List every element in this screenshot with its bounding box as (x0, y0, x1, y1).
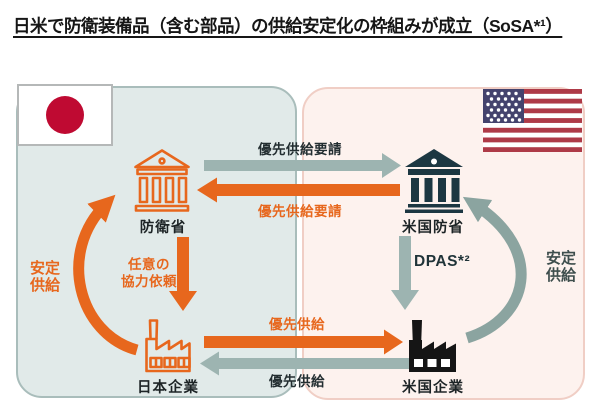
arrow-stable-supply-jp-arc (73, 194, 139, 356)
arrow-priority-request-us-to-jp (197, 177, 400, 203)
japan-flag-icon (17, 84, 113, 146)
priority-supply-jp-to-us-label: 優先供給 (269, 317, 325, 332)
priority-supply-us-to-jp-label: 優先供給 (269, 374, 325, 389)
us-ministry-building-icon (405, 149, 463, 213)
jp-cooperation-request-label: 任意の 協力依頼 (121, 257, 177, 289)
jp-ministry-label: 防衛省 (139, 220, 187, 236)
jp-company-factory-icon (145, 319, 191, 373)
priority-request-us-to-jp-label: 優先供給要請 (258, 204, 342, 219)
arrow-priority-supply-jp-to-us (204, 329, 403, 355)
us-flag-icon (483, 89, 582, 152)
us-company-factory-icon (409, 320, 456, 372)
jp-ministry-building-icon (134, 149, 190, 212)
page-title: 日米で防衛装備品（含む部品）の供給安定化の枠組みが成立（SoSA*¹） (13, 16, 563, 36)
jp-company-label: 日本企業 (137, 380, 199, 396)
us-stable-supply-label: 安定 供給 (545, 250, 576, 284)
japan-flag-sun (46, 96, 84, 134)
us-ministry-label: 米国防省 (402, 220, 464, 236)
arrow-priority-supply-us-to-jp (200, 351, 413, 376)
priority-request-jp-to-us-label: 優先供給要請 (258, 142, 342, 157)
us-company-label: 米国企業 (402, 380, 464, 396)
jp-stable-supply-label: 安定 供給 (29, 260, 60, 294)
arrow-cooperation-request-down (169, 237, 197, 311)
us-dpas-label: DPAS*² (414, 253, 471, 270)
arrow-priority-request-jp-to-us (204, 153, 401, 178)
arrow-dpas-down (391, 236, 419, 310)
arrow-stable-supply-us-arc (462, 196, 527, 344)
